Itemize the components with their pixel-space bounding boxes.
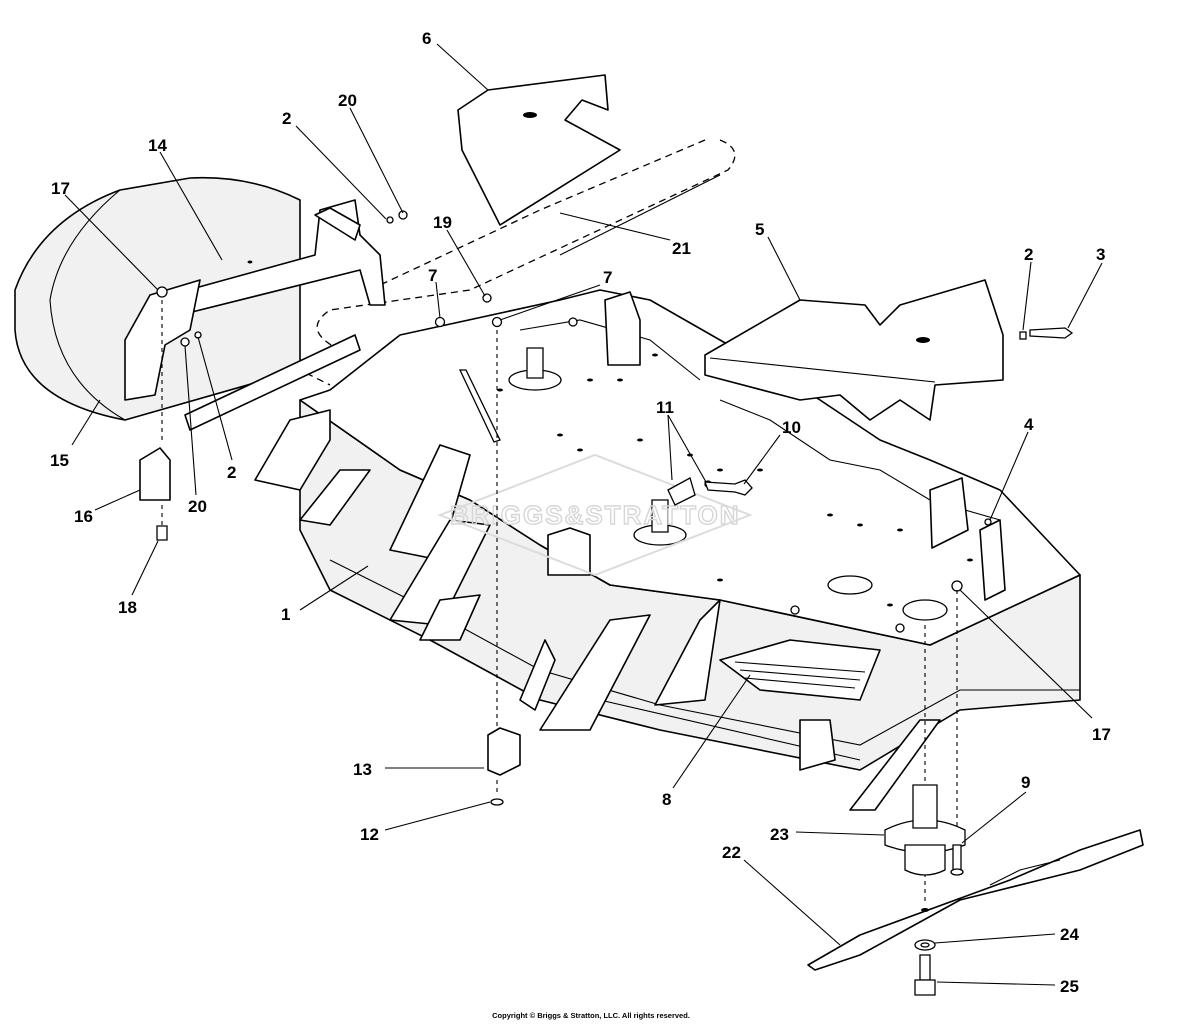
callout-6: 6 <box>422 29 431 48</box>
callout-15: 15 <box>50 451 69 470</box>
callout-11: 11 <box>656 398 674 417</box>
callout-2: 2 <box>227 463 236 482</box>
deck-spindle-center <box>633 499 687 546</box>
callout-2: 2 <box>282 109 291 128</box>
spindle-23 <box>884 784 966 876</box>
bolt-9 <box>950 844 964 876</box>
callout-17: 17 <box>1092 725 1111 744</box>
callout-7: 7 <box>603 268 612 287</box>
callout-9: 9 <box>1021 773 1030 792</box>
callout-21: 21 <box>672 239 691 258</box>
nut-12 <box>490 798 504 806</box>
callout-19: 19 <box>433 213 452 232</box>
callout-25: 25 <box>1060 977 1079 996</box>
copyright-notice: Copyright © Briggs & Stratton, LLC. All … <box>492 1011 690 1020</box>
chute-bracket-14 <box>169 199 386 316</box>
callout-18: 18 <box>118 598 137 617</box>
callout-14: 14 <box>148 136 167 155</box>
belt-cover-5 <box>704 279 1004 421</box>
deck-spindle-left <box>508 347 562 391</box>
callout-7: 7 <box>428 266 437 285</box>
callout-16: 16 <box>74 507 93 526</box>
mower-deck <box>254 289 1081 811</box>
callout-23: 23 <box>770 825 789 844</box>
callout-2: 2 <box>1024 245 1033 264</box>
callout-5: 5 <box>755 220 764 239</box>
deck-spindle-right-holes <box>827 575 948 621</box>
callout-4: 4 <box>1024 415 1034 434</box>
callout-labels: 6 20 2 14 17 19 7 7 21 5 2 3 15 2 20 16 … <box>50 29 1111 996</box>
callout-24: 24 <box>1060 925 1079 944</box>
hinge-rod <box>184 334 361 431</box>
washer-24 <box>914 939 936 951</box>
bolt-25 <box>914 954 936 996</box>
callout-22: 22 <box>722 843 741 862</box>
bracket-13 <box>487 727 521 776</box>
callout-20: 20 <box>338 91 357 110</box>
hardware <box>156 210 1074 633</box>
callout-13: 13 <box>353 760 372 779</box>
callout-12: 12 <box>360 825 379 844</box>
callout-10: 10 <box>782 418 801 437</box>
belt-cover-6 <box>457 74 621 226</box>
watermark: BRIGGS&STRATTON <box>437 453 753 577</box>
callout-20: 20 <box>188 497 207 516</box>
chute-mount-16 <box>139 447 171 501</box>
callout-3: 3 <box>1096 245 1105 264</box>
watermark-text: BRIGGS&STRATTON <box>450 500 740 530</box>
leader-lines <box>64 43 1103 986</box>
callout-8: 8 <box>662 790 671 809</box>
callout-1: 1 <box>281 605 290 624</box>
blade-22 <box>807 829 1144 971</box>
callout-17: 17 <box>51 179 70 198</box>
